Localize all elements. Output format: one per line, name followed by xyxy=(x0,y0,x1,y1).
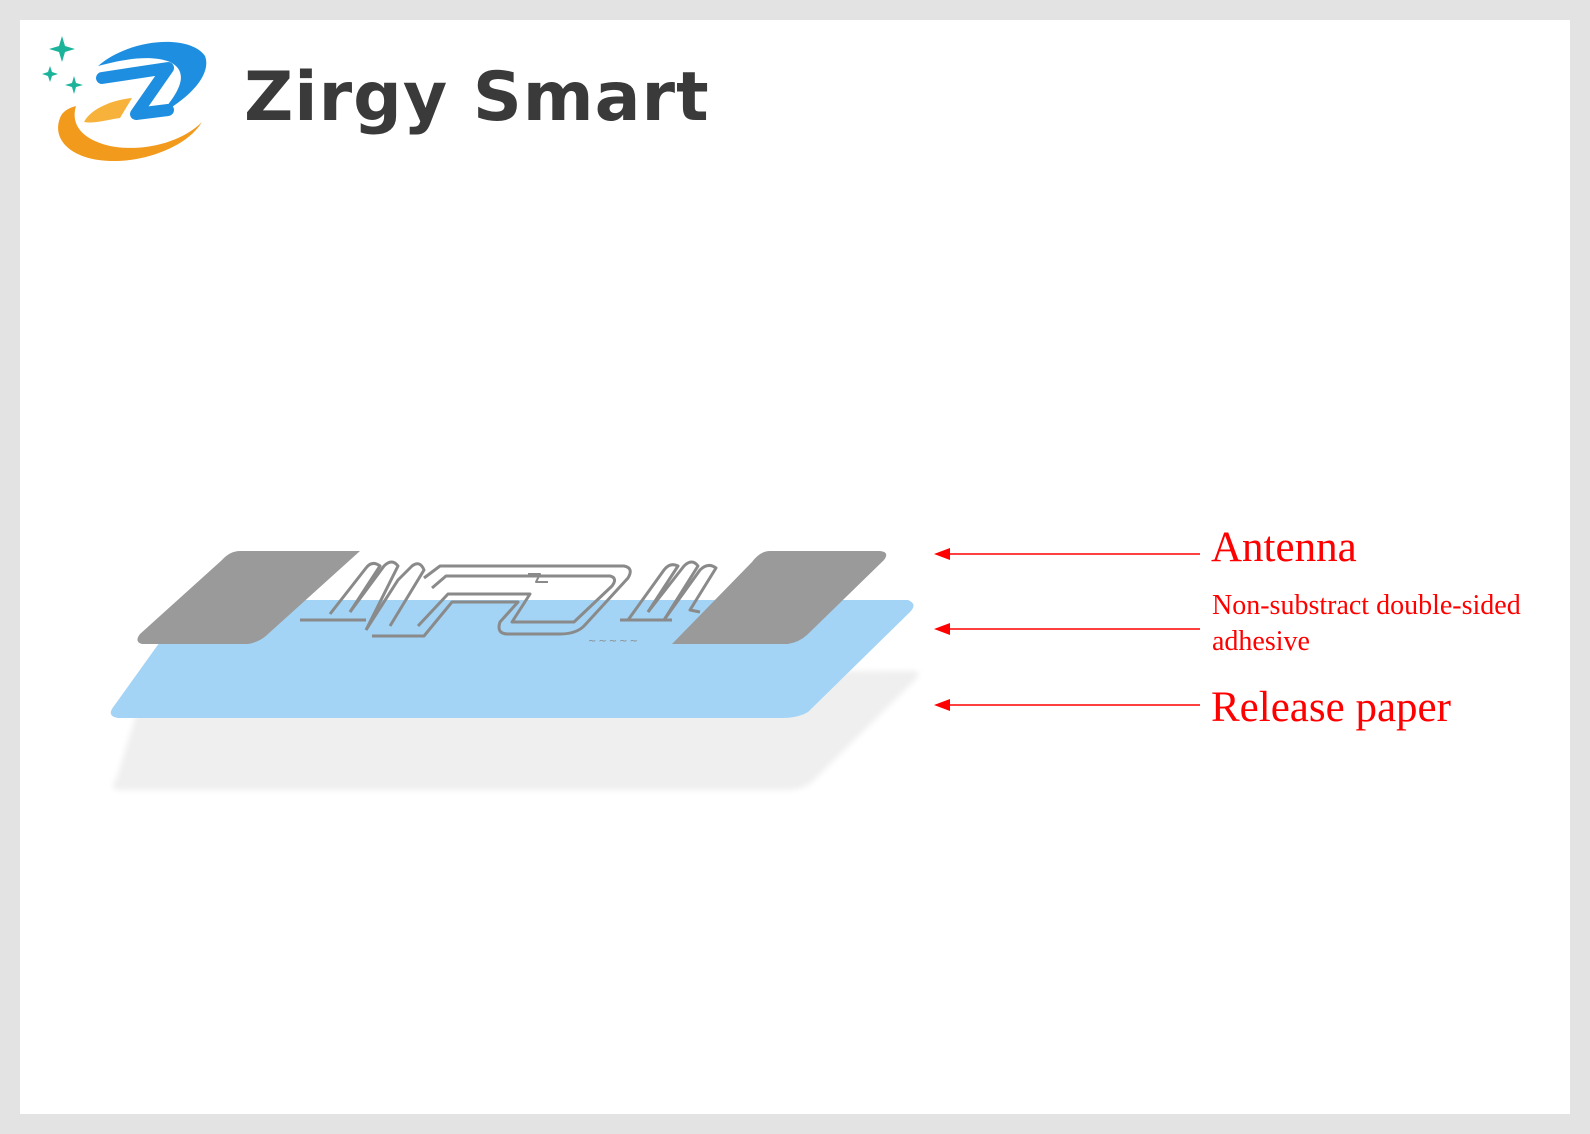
antenna-pad-right xyxy=(672,551,887,644)
zirgy-logo-icon xyxy=(42,36,207,161)
antenna-pad-left xyxy=(137,551,360,644)
brand-name: Zirgy Smart xyxy=(244,57,710,137)
arrow-adhesive xyxy=(934,623,1200,635)
arrow-antenna xyxy=(934,548,1200,560)
label-antenna: Antenna xyxy=(1211,524,1357,571)
brand-logo: Zirgy Smart xyxy=(40,26,710,176)
arrow-release-paper xyxy=(934,699,1200,711)
label-release-paper: Release paper xyxy=(1211,684,1451,731)
antenna-marking: ~~~~~ xyxy=(588,636,640,647)
antenna-wire-pattern xyxy=(300,560,718,638)
label-adhesive: Non-substract double-sided adhesive xyxy=(1212,590,1521,658)
